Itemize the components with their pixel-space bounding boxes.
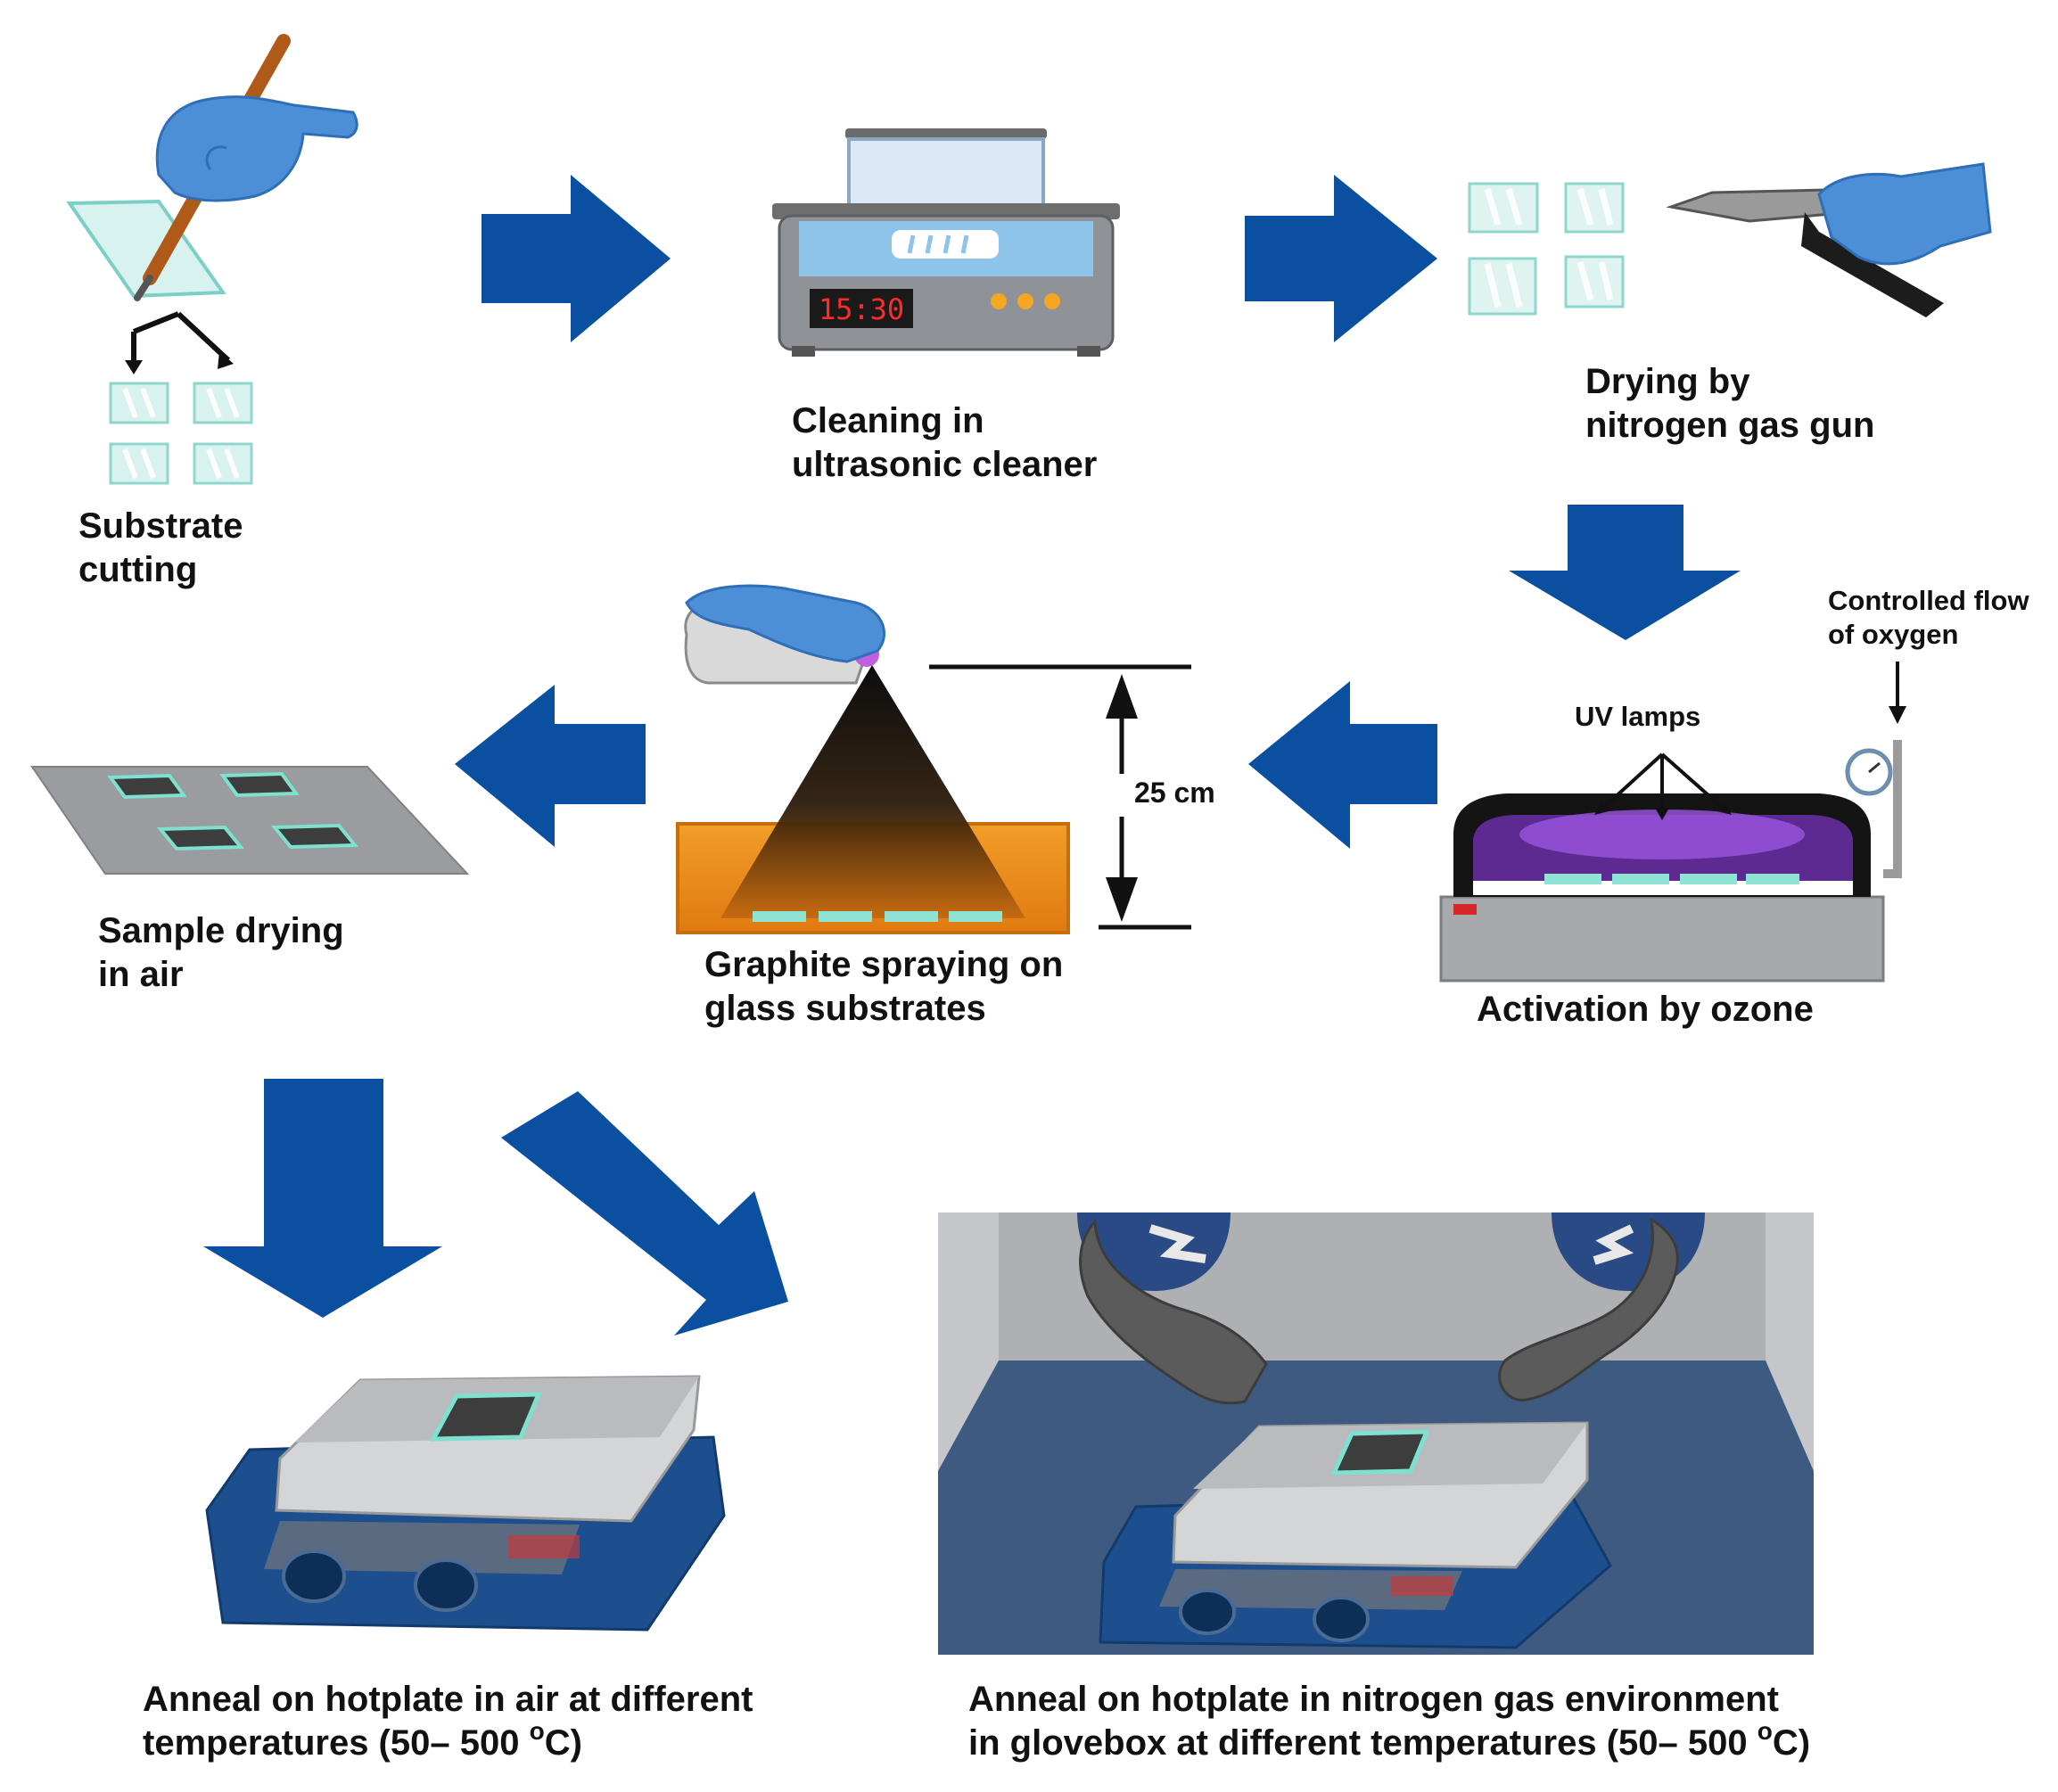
uv-lamps-label: UV lamps — [1575, 701, 1700, 732]
caption-line: Drying by — [1585, 362, 1750, 401]
uv-lamp-pointers — [1600, 752, 1726, 811]
caption-text: temperatures (50– 500 — [143, 1722, 530, 1763]
caption-text: C) — [1772, 1722, 1811, 1763]
ultrasonic-cleaner-illustration: 15:30 — [772, 128, 1120, 357]
control-knob — [1179, 1589, 1236, 1635]
substrate-cutting-illustration — [66, 34, 358, 485]
arrow-right-2 — [1245, 175, 1437, 342]
caption-text: C) — [544, 1722, 582, 1763]
timer-display-text: 15:30 — [819, 292, 904, 326]
control-knob — [414, 1558, 478, 1612]
spraying-caption: Graphite spraying on glass substrates — [704, 943, 1063, 1031]
degree-symbol: o — [1757, 1717, 1773, 1745]
blue-glove-icon — [1817, 162, 1992, 266]
caption-line: Substrate — [78, 506, 243, 546]
nitrogen-gun-illustration — [1468, 162, 1992, 317]
ozone-caption: Activation by ozone — [1477, 988, 1814, 1032]
control-knob — [1044, 293, 1060, 309]
air-drying-illustration — [30, 766, 470, 875]
ozone-base — [1439, 895, 1885, 982]
glovebox-illustration — [938, 1212, 1814, 1655]
spray-cone — [720, 665, 1025, 918]
caption-line: in glovebox at different temperatures (5… — [968, 1719, 1811, 1765]
hotplate-air-illustration — [205, 1375, 726, 1632]
caption-text: in glovebox at different temperatures (5… — [968, 1722, 1758, 1763]
caption-line: cutting — [78, 549, 198, 589]
caption-line: Sample drying — [98, 911, 344, 950]
distance-label: 25 cm — [1134, 777, 1215, 809]
left-glove-icon — [1079, 1218, 1268, 1405]
flow-arrows — [203, 175, 1741, 1336]
oxygen-label-line2: of oxygen — [1828, 619, 1958, 650]
caption-line: Activation by ozone — [1477, 990, 1814, 1029]
timer-display — [810, 289, 913, 328]
glass-slide-icon — [66, 199, 226, 299]
caption-line: Graphite spraying on — [704, 945, 1064, 984]
sample-piece — [1330, 1429, 1430, 1476]
cut-arrows-icon — [131, 311, 231, 363]
arrow-diagonal — [501, 1091, 788, 1336]
ultrasonic-caption: Cleaning in ultrasonic cleaner — [792, 399, 1097, 487]
caption-line: Anneal on hotplate in nitrogen gas envir… — [968, 1680, 1779, 1719]
caption-line: Anneal on hotplate in air at different — [143, 1680, 753, 1719]
substrate-cutting-caption: Substrate cutting — [78, 505, 243, 592]
caption-line: Cleaning in — [792, 401, 984, 440]
oxygen-label-line1: Controlled flow — [1828, 585, 2029, 616]
control-knob — [282, 1550, 346, 1603]
sample-pieces — [107, 771, 359, 851]
sample-pieces — [1544, 874, 1799, 884]
arrow-down-1 — [1509, 505, 1741, 640]
control-knob — [1017, 293, 1033, 309]
caption-line: nitrogen gas gun — [1585, 405, 1875, 445]
blue-glove-icon — [685, 584, 886, 663]
arrow-right-1 — [482, 175, 671, 342]
cut-glass-pieces-icon — [109, 382, 253, 485]
anneal-nitrogen-caption: Anneal on hotplate in nitrogen gas envir… — [968, 1678, 1810, 1765]
ozone-chamber-illustration — [1439, 662, 1906, 982]
arrow-left-2 — [455, 685, 646, 847]
oxygen-pipe — [1883, 740, 1902, 878]
caption-line: ultrasonic cleaner — [792, 444, 1098, 484]
arrow-left-1 — [1248, 681, 1437, 849]
control-knob — [991, 293, 1007, 309]
arrow-down-2 — [203, 1079, 442, 1318]
air-drying-caption: Sample drying in air — [98, 909, 344, 997]
control-knob — [1313, 1596, 1370, 1642]
caption-line: glass substrates — [704, 988, 986, 1028]
sample-piece — [429, 1392, 542, 1442]
right-glove-icon — [1498, 1217, 1679, 1402]
degree-symbol: o — [529, 1717, 545, 1745]
caption-line: temperatures (50– 500 oC) — [143, 1719, 753, 1765]
sample-pieces — [753, 911, 1002, 922]
anneal-air-caption: Anneal on hotplate in air at different t… — [143, 1678, 753, 1765]
caption-line: in air — [98, 954, 184, 994]
drying-gun-caption: Drying by nitrogen gas gun — [1585, 360, 1874, 448]
blue-glove-icon — [155, 95, 358, 202]
graphite-spray-illustration — [676, 584, 1191, 934]
